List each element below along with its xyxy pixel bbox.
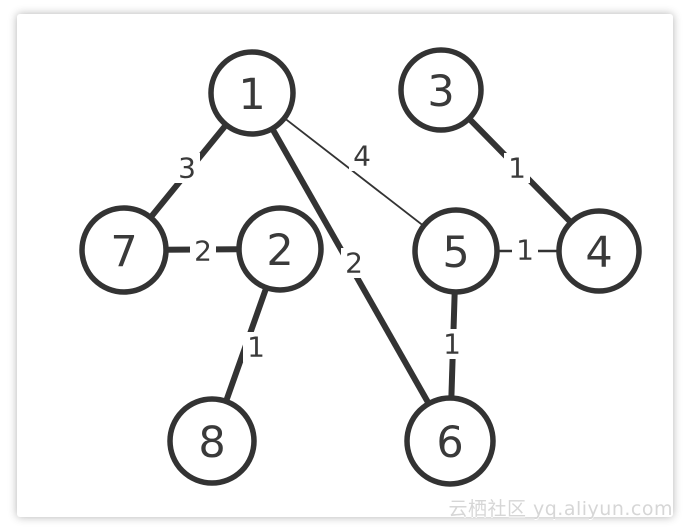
graph-edge-label-pad-1-7 <box>174 153 200 183</box>
graph-node-label-5: 5 <box>442 228 469 278</box>
graph-edge-weight-1-7: 3 <box>178 152 196 185</box>
graph-edge-weight-1-6: 2 <box>345 247 363 280</box>
graph-node-4 <box>556 208 642 294</box>
graph-edge-weight-1-5: 4 <box>353 140 371 173</box>
graph-edge-weight-5-6: 1 <box>443 328 461 361</box>
graph-edge-weight-7-2: 2 <box>194 235 212 268</box>
graph-node-label-7: 7 <box>110 227 137 277</box>
graph-node-6 <box>404 395 496 487</box>
graph-edge-label-pad-5-6 <box>439 329 465 359</box>
graph-node-2 <box>236 205 324 293</box>
graph-edge-label-pad-2-8 <box>243 332 269 362</box>
graph-edge-label-pad-7-2 <box>190 236 216 266</box>
graph-node-label-2: 2 <box>266 226 293 276</box>
graph-edge-weight-5-4: 1 <box>516 234 534 267</box>
graph-edge-label-pad-3-4 <box>504 153 530 183</box>
graph-node-7 <box>79 205 169 295</box>
graph-node-label-4: 4 <box>585 228 612 278</box>
graph-node-label-1: 1 <box>238 70 265 120</box>
graph-node-8 <box>167 396 257 486</box>
graph-edge-weight-2-8: 1 <box>247 331 265 364</box>
watermark: 云栖社区 yq.aliyun.com <box>448 498 673 520</box>
graph-edge-label-pad-1-6 <box>341 248 367 278</box>
graph-edge-weight-3-4: 1 <box>508 152 526 185</box>
graph-node-1 <box>208 49 296 137</box>
graph-node-3 <box>398 47 484 133</box>
graph-node-5 <box>412 207 500 295</box>
graph-edge-label-pad-5-4 <box>512 235 538 265</box>
graph-node-label-8: 8 <box>198 418 225 468</box>
graph-edge-label-pad-1-5 <box>349 141 375 171</box>
graph-node-label-6: 6 <box>436 418 463 468</box>
graph-node-label-3: 3 <box>427 67 454 117</box>
